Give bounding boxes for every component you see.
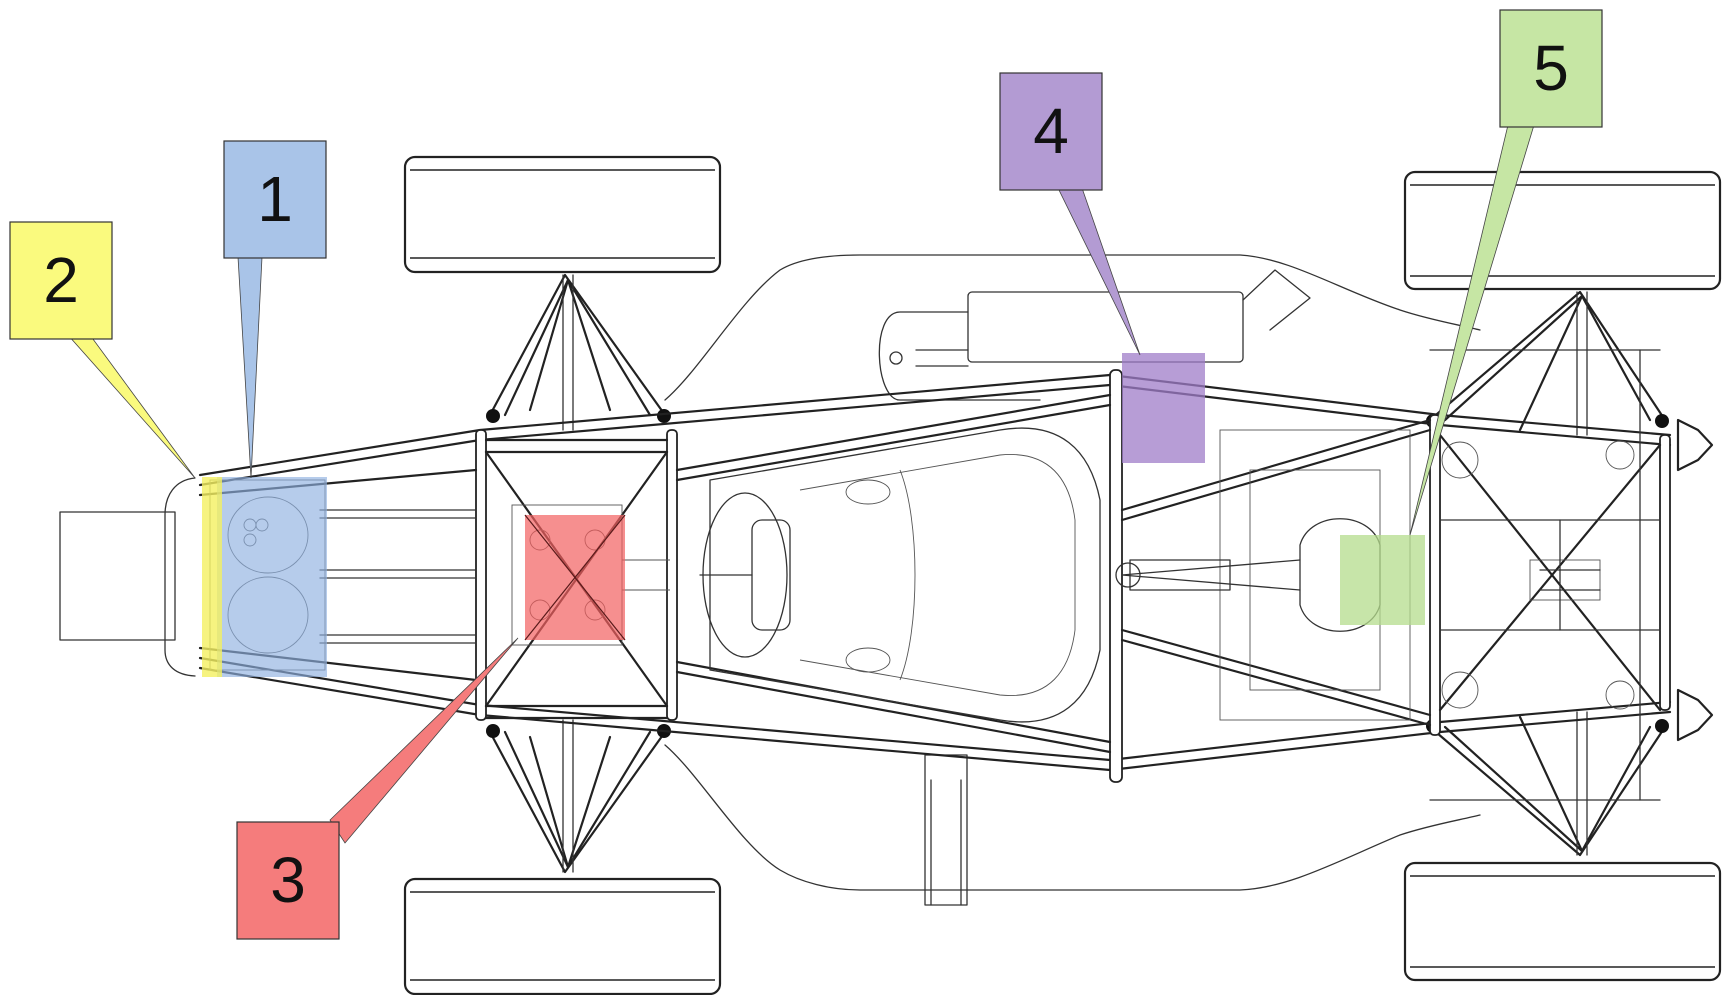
front-left-wheel [403, 155, 722, 274]
seat [699, 427, 1101, 723]
callout-4-label: 4 [1033, 95, 1069, 167]
callout-5: 5 [1499, 9, 1603, 128]
rear-right-wheel [1403, 861, 1722, 982]
front-right-wheel [403, 877, 722, 995]
body-outline [59, 254, 1481, 906]
callout-1-label: 1 [257, 163, 293, 235]
callout-2-pointer [67, 334, 196, 479]
callout-3-pointer [329, 637, 519, 844]
callout-1: 1 [223, 140, 327, 259]
callout-3: 3 [236, 821, 340, 940]
engine-assembly [1115, 429, 1635, 721]
callout-5-label: 5 [1533, 32, 1569, 104]
chassis-frame [198, 349, 1672, 801]
callout-2: 2 [9, 221, 113, 340]
highlight-zone-5 [1340, 535, 1425, 625]
highlight-zone-1 [217, 477, 327, 677]
callout-1-pointer [237, 256, 263, 479]
callout-4: 4 [999, 72, 1103, 191]
front-suspension [486, 273, 671, 874]
rear-suspension [1426, 290, 1714, 857]
callout-3-label: 3 [270, 844, 306, 916]
callout-2-label: 2 [43, 244, 79, 316]
rear-left-wheel [1403, 170, 1722, 291]
zone-3-cross [524, 514, 626, 641]
callout-4-pointer [1057, 187, 1141, 356]
highlight-zone-4 [1122, 353, 1205, 463]
highlight-zone-2 [202, 477, 222, 677]
